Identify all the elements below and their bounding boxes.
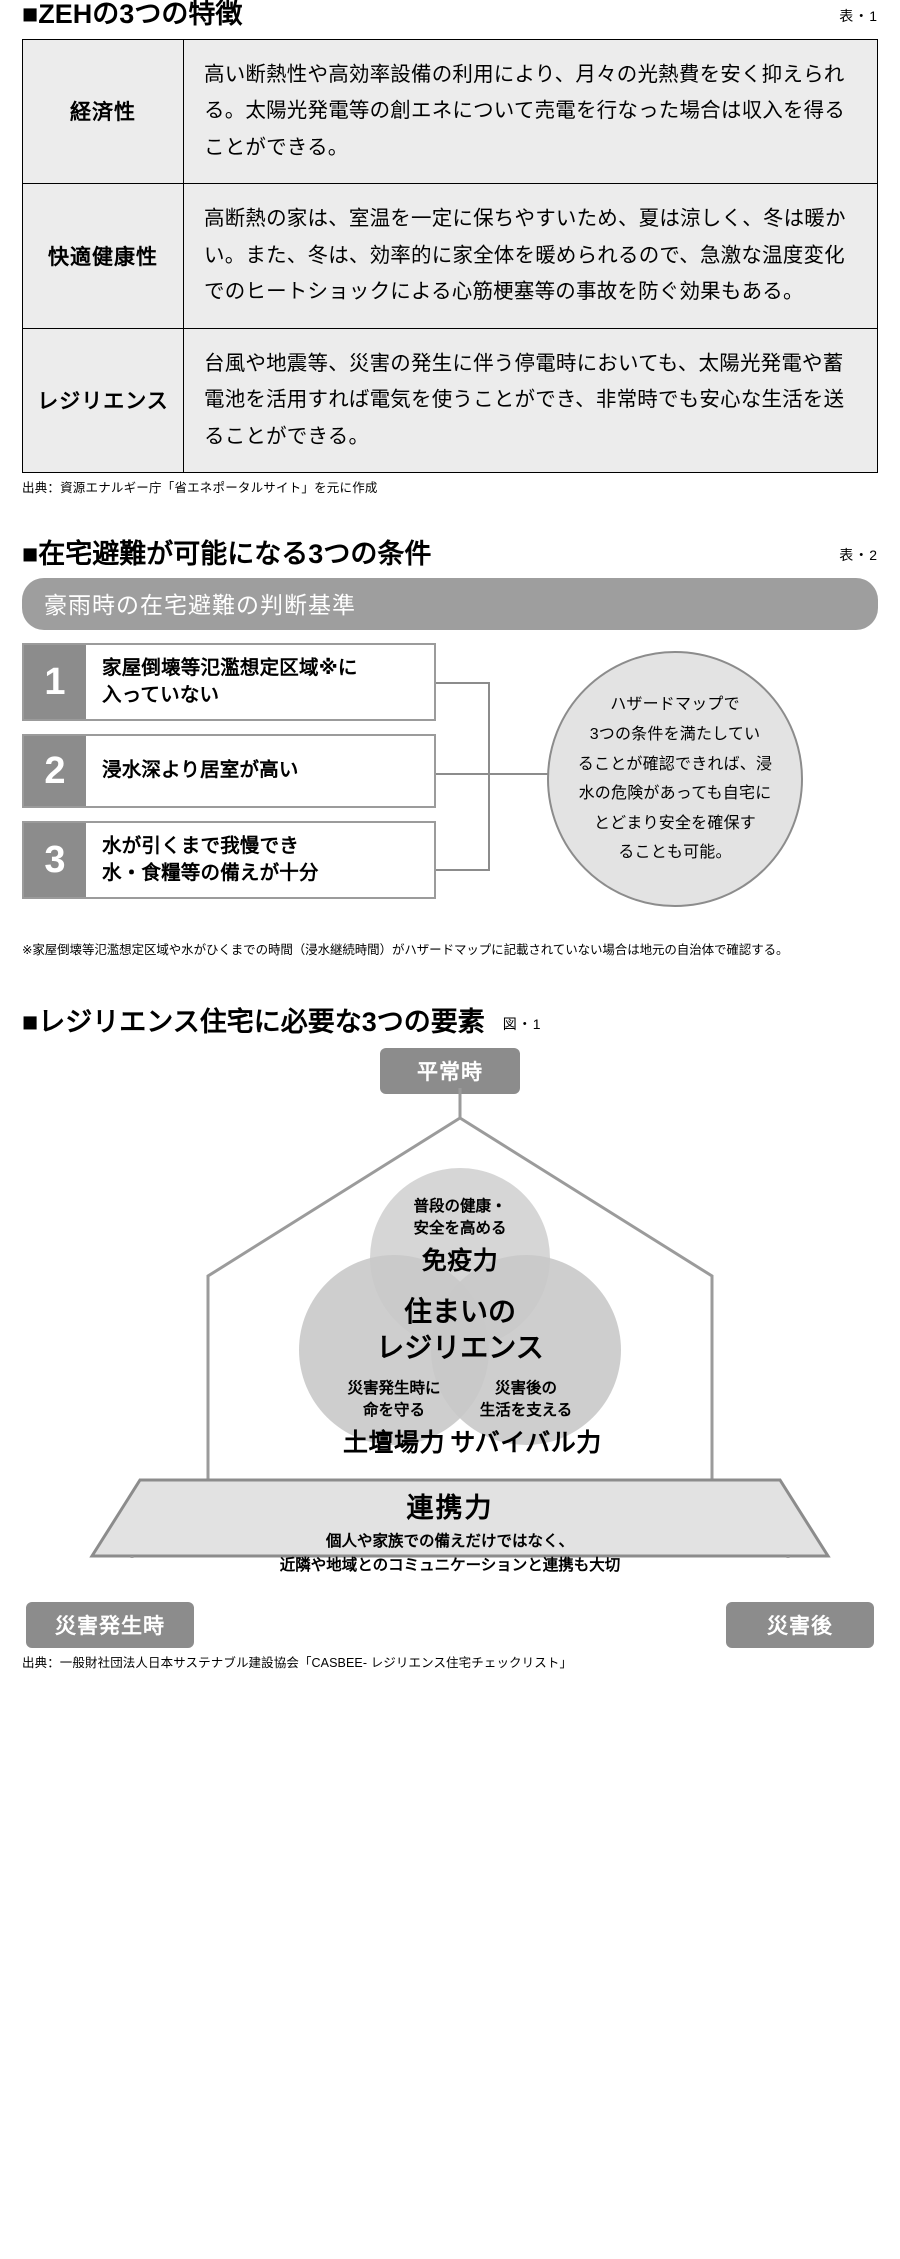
base-body: 個人や家族での備えだけではなく、近隣や地域とのコミュニケーションと連携も大切 bbox=[279, 1532, 621, 1574]
row-body-comfort-health: 高断熱の家は、室温を一定に保ちやすいため、夏は涼しく、冬は暖かい。また、冬は、効… bbox=[183, 183, 878, 329]
tag-disaster-occurrence: 災害発生時 bbox=[26, 1601, 194, 1648]
section1-header: ■ZEHの3つの特徴 表・1 bbox=[10, 0, 890, 30]
condition-text-3: 水が引くまで我慢でき水・食糧等の備えが十分 bbox=[102, 834, 319, 885]
table-row: 快適健康性 高断熱の家は、室温を一定に保ちやすいため、夏は涼しく、冬は暖かい。ま… bbox=[22, 183, 878, 329]
row-label-comfort-health: 快適健康性 bbox=[22, 183, 184, 329]
base-trapezoid bbox=[89, 1478, 831, 1558]
conditions-area: 1 家屋倒壊等氾濫想定区域※に入っていない 2 浸水深より居室が高い 3 水が引… bbox=[22, 643, 878, 943]
resilience-diagram: 平常時 普段の健康・安全を高める 免疫力 住ま bbox=[22, 1047, 878, 1648]
condition-item-1: 1 家屋倒壊等氾濫想定区域※に入っていない bbox=[22, 643, 436, 722]
base-title: 連携力 bbox=[406, 1492, 494, 1523]
section2-band-label: 豪雨時の在宅避難の判断基準 bbox=[22, 578, 878, 631]
section1-source-note: 出典：資源エナルギー庁「省エネポータルサイト」を元に作成 bbox=[22, 481, 378, 496]
section3-header: ■レジリエンス住宅に必要な3つの要素 図・1 bbox=[10, 1008, 890, 1038]
condition-text-1: 家屋倒壊等氾濫想定区域※に入っていない bbox=[102, 656, 358, 707]
section1-figure-number: 表・1 bbox=[839, 7, 878, 24]
section2-footnote: ※家屋倒壊等氾濫想定区域や水がひくまでの時間（浸水継続時間）がハザードマップに記… bbox=[22, 943, 789, 958]
circle-survival bbox=[431, 1254, 621, 1445]
condition-text-2: 浸水深より居室が高い bbox=[102, 759, 299, 782]
condition-item-2: 2 浸水深より居室が高い bbox=[22, 734, 436, 809]
section3-title: ■レジリエンス住宅に必要な3つの要素 bbox=[22, 1007, 485, 1038]
conditions-list: 1 家屋倒壊等氾濫想定区域※に入っていない 2 浸水深より居室が高い 3 水が引… bbox=[22, 643, 436, 900]
house-venn-graphic bbox=[89, 1087, 831, 1558]
table-row: レジリエンス 台風や地震等、災害の発生に伴う停電時においても、太陽光発電や蓄電池… bbox=[22, 327, 878, 474]
condition-number-1: 1 bbox=[24, 645, 86, 720]
section1-title: ■ZEHの3つの特徴 bbox=[22, 0, 243, 29]
zeh-features-table: 経済性 高い断熱性や高効率設備の利用により、月々の光熱費を安く抑えられる。太陽光… bbox=[22, 38, 878, 474]
condition-number-3: 3 bbox=[24, 823, 86, 898]
condition-item-3: 3 水が引くまで我慢でき水・食糧等の備えが十分 bbox=[22, 821, 436, 900]
section2-figure-number: 表・2 bbox=[839, 547, 878, 564]
zeh-features-table-wrapper: 経済性 高い断熱性や高効率設備の利用により、月々の光熱費を安く抑えられる。太陽光… bbox=[10, 38, 890, 474]
row-label-resilience: レジリエンス bbox=[22, 327, 184, 474]
row-body-economy: 高い断熱性や高効率設備の利用により、月々の光熱費を安く抑えられる。太陽光発電等の… bbox=[183, 38, 878, 185]
condition-number-2: 2 bbox=[24, 736, 86, 807]
base-text-block: 連携力 個人や家族での備えだけではなく、近隣や地域とのコミュニケーションと連携も… bbox=[22, 1486, 878, 1578]
section2-header: ■在宅避難が可能になる3つの条件 表・2 bbox=[10, 538, 890, 570]
section2-title: ■在宅避難が可能になる3つの条件 bbox=[22, 538, 432, 569]
section3: ■レジリエンス住宅に必要な3つの要素 図・1 平常時 bbox=[10, 1008, 890, 1685]
row-label-economy: 経済性 bbox=[22, 38, 184, 185]
tag-after-disaster: 災害後 bbox=[726, 1601, 874, 1648]
tag-normal-time: 平常時 bbox=[380, 1047, 520, 1094]
section3-source-note: 出典：一般財社団法人日本サステナブル建設協会「CASBEE- レジリエンス住宅チ… bbox=[22, 1655, 573, 1670]
row-body-resilience: 台風や地震等、災害の発生に伴う停電時においても、太陽光発電や蓄電池を活用すれば電… bbox=[183, 327, 878, 474]
section3-figure-number: 図・1 bbox=[502, 1015, 542, 1032]
connector-lines bbox=[436, 643, 556, 915]
table-row: 経済性 高い断熱性や高効率設備の利用により、月々の光熱費を安く抑えられる。太陽光… bbox=[22, 38, 878, 185]
circle-last-stand bbox=[299, 1254, 489, 1445]
section2: ■在宅避難が可能になる3つの条件 表・2 豪雨時の在宅避難の判断基準 1 家屋倒… bbox=[10, 538, 890, 959]
